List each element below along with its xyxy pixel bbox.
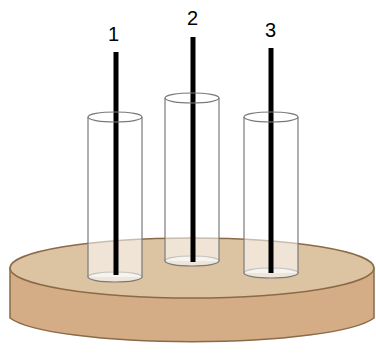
callout-number: 2 xyxy=(187,8,198,28)
callout-number: 3 xyxy=(265,20,276,40)
glass-tube xyxy=(88,52,142,282)
rod xyxy=(114,52,119,275)
glass-tube xyxy=(165,37,219,266)
glass-tube xyxy=(244,48,298,278)
rod xyxy=(269,48,274,273)
rod xyxy=(191,37,196,262)
callout-number: 1 xyxy=(108,24,119,44)
